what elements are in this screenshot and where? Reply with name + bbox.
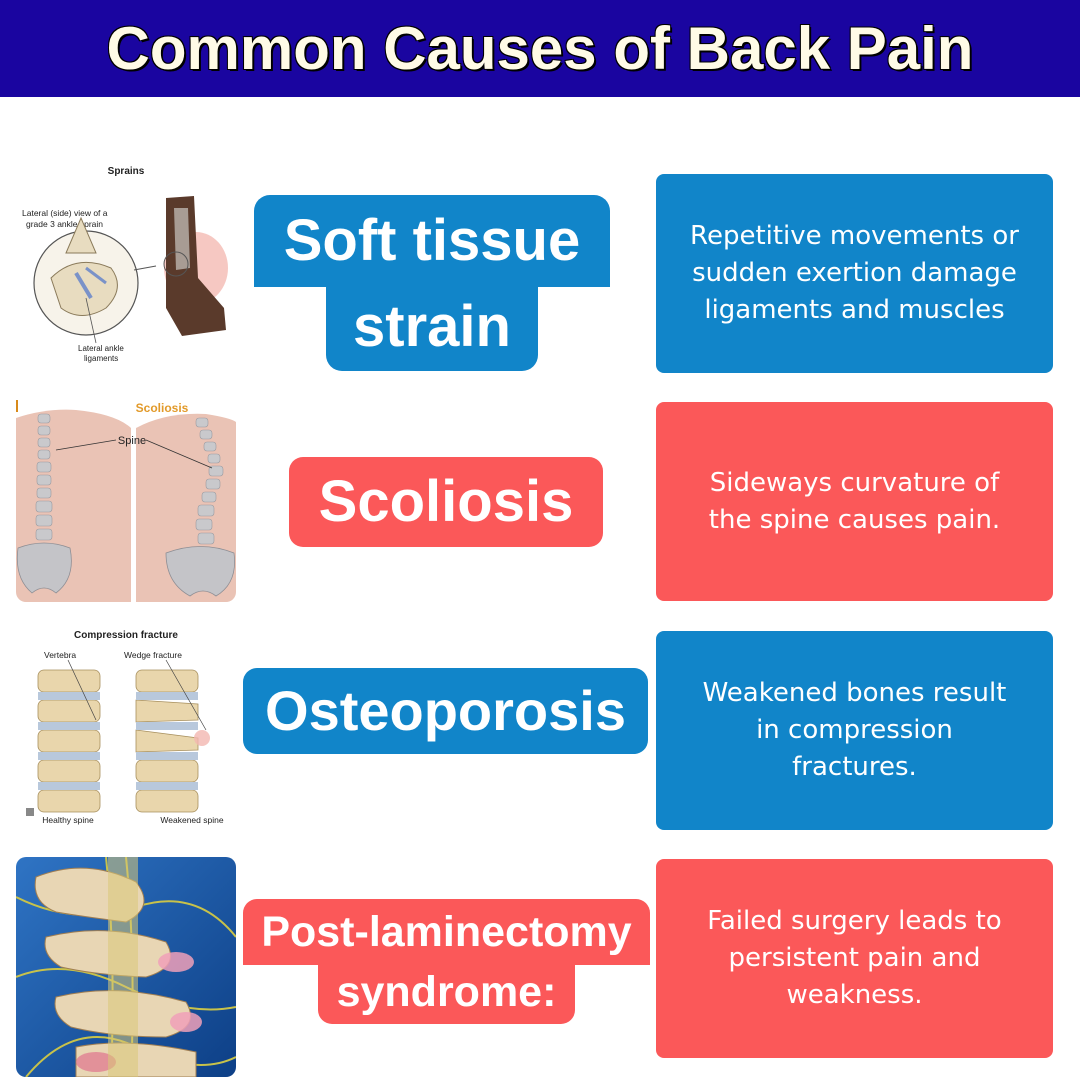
cause-description-soft-tissue-strain: Repetitive movements or sudden exertion … — [656, 174, 1053, 373]
cause-description-scoliosis: Sideways curvature of the spine causes p… — [656, 402, 1053, 601]
compression-fracture-illustration: Compression fracture Vertebra Wedge frac… — [16, 620, 236, 840]
cause-description-post-laminectomy: Failed surgery leads to persistent pain … — [656, 859, 1053, 1058]
cause-label-line: Scoliosis — [318, 469, 574, 534]
description-line: Weakened bones result — [702, 678, 1007, 708]
title-banner: Common Causes of Back Pain — [0, 0, 1080, 97]
cause-label-osteoporosis: Osteoporosis — [243, 668, 648, 754]
fracture-caption-weakened: Weakened spine — [160, 815, 223, 825]
cause-label-line: Soft tissue — [283, 208, 581, 273]
cause-label-soft-tissue-strain: Soft tissue — [254, 195, 610, 287]
fracture-caption-healthy: Healthy spine — [42, 815, 94, 825]
fracture-illustration-title: Compression fracture — [74, 630, 178, 641]
spine-surgery-illustration — [16, 857, 236, 1077]
cause-label-line: strain — [353, 294, 511, 359]
sprain-callout-line-1: Lateral ankle — [78, 344, 124, 353]
cause-label-post-laminectomy-line-2: syndrome: — [318, 961, 575, 1024]
cause-label-post-laminectomy: Post-laminectomy — [243, 899, 650, 965]
page-title: Common Causes of Back Pain — [106, 15, 974, 82]
description-line: Sideways curvature of — [709, 467, 1000, 498]
description-line: sudden exertion damage — [692, 258, 1017, 288]
fracture-label-wedge: Wedge fracture — [124, 650, 182, 660]
cause-label-scoliosis: Scoliosis — [289, 457, 603, 547]
description-line: ligaments and muscles — [704, 295, 1005, 325]
description-line: fractures. — [792, 752, 917, 782]
description-line: Failed surgery leads to — [707, 906, 1002, 936]
fracture-label-vertebra: Vertebra — [44, 650, 76, 660]
sprain-callout-line-2: ligaments — [84, 354, 118, 363]
cause-description-osteoporosis: Weakened bones result in compression fra… — [656, 631, 1053, 830]
description-line: in compression — [756, 715, 953, 745]
sprain-illustration-title: Sprains — [108, 166, 145, 177]
cause-label-line: syndrome: — [336, 968, 557, 1016]
scoliosis-illustration: Scoliosis Spine — [16, 388, 236, 602]
scoliosis-illustration-title: Scoliosis — [136, 401, 189, 415]
sprain-caption-line-2: grade 3 ankle sprain — [26, 219, 103, 229]
cause-label-line: Post-laminectomy — [261, 908, 632, 956]
scoliosis-callout-spine: Spine — [118, 435, 146, 447]
description-line: persistent pain and weakness. — [728, 943, 981, 1010]
sprain-caption-line-1: Lateral (side) view of a — [22, 208, 108, 218]
sprain-illustration: Sprains Lateral (side) view of a grade 3… — [16, 158, 236, 372]
description-line: the spine causes pain. — [708, 504, 1001, 535]
cause-label-line: Osteoporosis — [265, 679, 626, 742]
cause-label-soft-tissue-strain-line-2: strain — [326, 283, 538, 371]
description-line: Repetitive movements or — [690, 221, 1019, 251]
